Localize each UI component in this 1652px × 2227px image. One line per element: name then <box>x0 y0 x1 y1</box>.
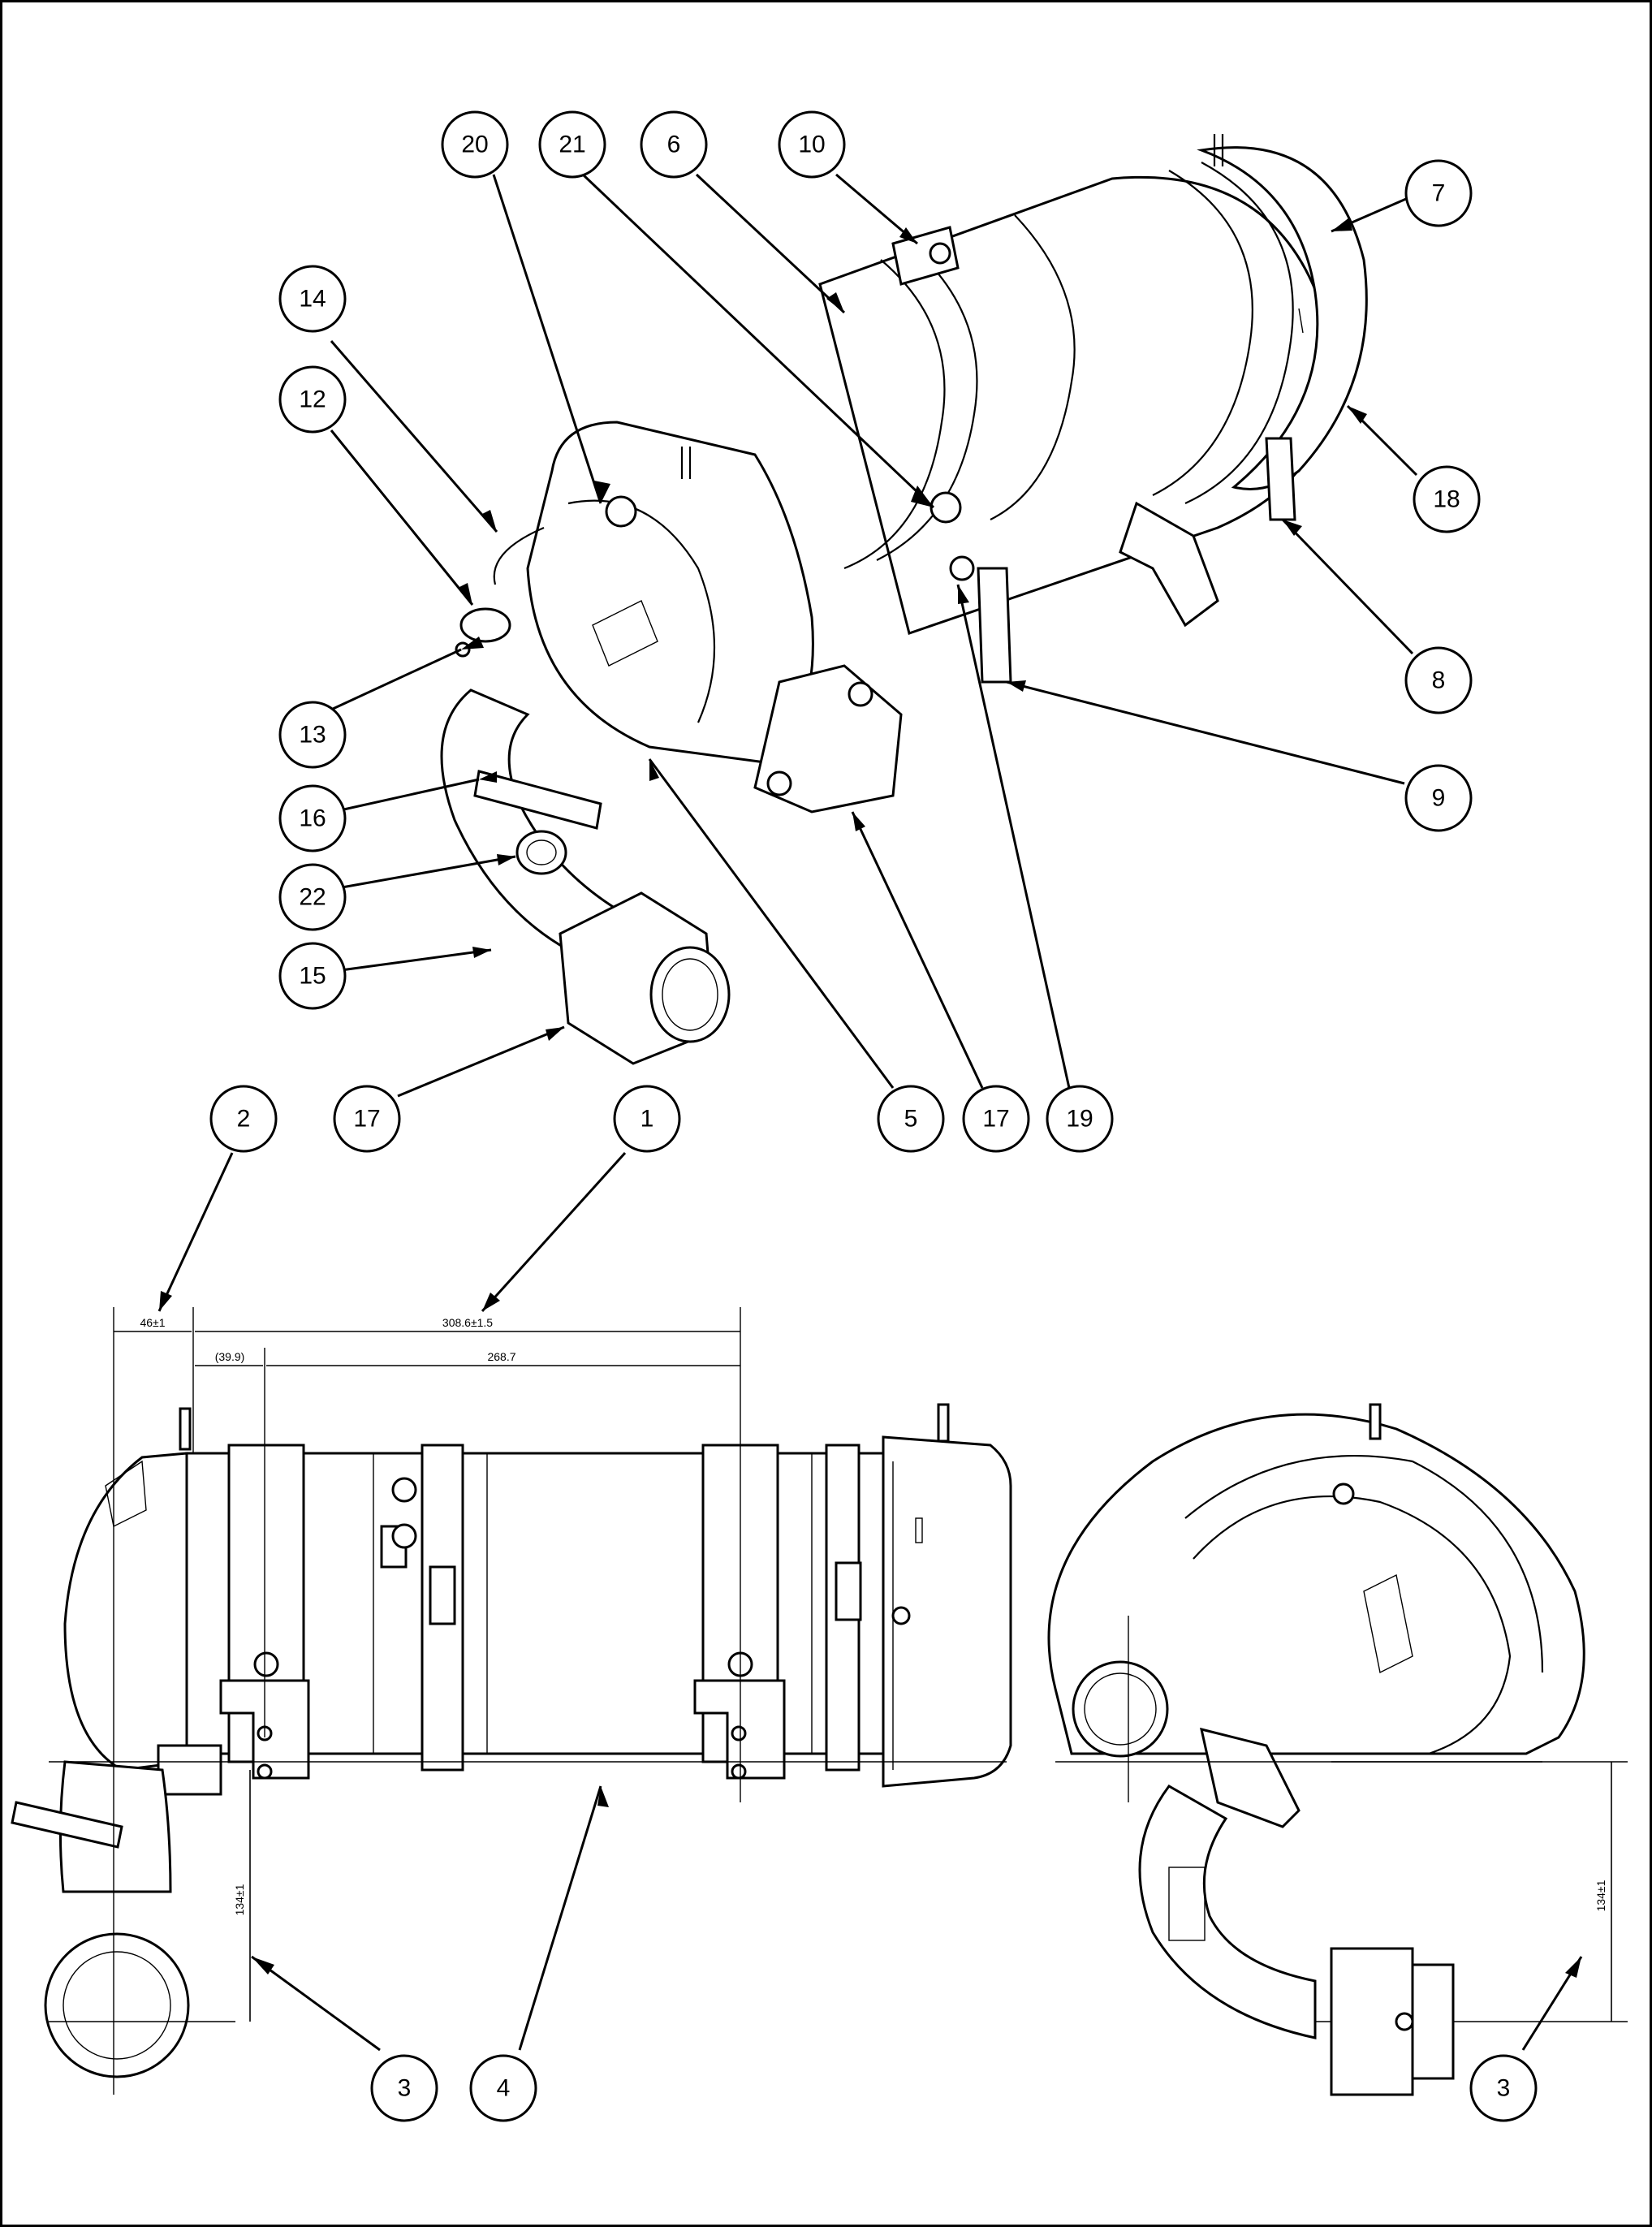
side-clamp-16 <box>11 1801 123 1849</box>
svg-text:21: 21 <box>559 132 585 158</box>
dim-134-left: 134±1 <box>233 1884 246 1915</box>
dim-39: (39.9) <box>215 1350 245 1363</box>
svg-text:3: 3 <box>1497 2075 1511 2102</box>
svg-text:3: 3 <box>398 2075 412 2102</box>
callout-6: 6 <box>640 110 708 179</box>
dimension-lines: 46±1 308.6±1.5 (39.9) 268.7 134±1 134±1 <box>114 1316 1628 2022</box>
svg-text:8: 8 <box>1432 667 1446 694</box>
svg-text:10: 10 <box>798 132 825 158</box>
end-elevation-view <box>1047 1403 1585 2096</box>
svg-text:12: 12 <box>299 386 326 413</box>
sensor-19 <box>949 555 975 581</box>
end-view-housing <box>1047 1413 1585 1755</box>
callout-10: 10 <box>778 110 846 179</box>
svg-text:4: 4 <box>497 2075 511 2102</box>
bracket-bolt-10 <box>891 226 960 286</box>
sensor-20 <box>605 495 637 528</box>
callout-2: 2 <box>209 1085 278 1153</box>
leader-lines-top <box>320 173 1418 1098</box>
svg-text:19: 19 <box>1066 1106 1093 1133</box>
callout-7: 7 <box>1404 159 1473 227</box>
callout-16: 16 <box>278 784 347 852</box>
svg-text:5: 5 <box>904 1106 918 1133</box>
svg-text:20: 20 <box>461 132 488 158</box>
callout-1: 1 <box>613 1085 681 1153</box>
end-view-elbow <box>1138 1785 1317 2039</box>
dim-46: 46±1 <box>140 1316 165 1329</box>
svg-text:1: 1 <box>641 1106 654 1133</box>
end-view-clamp <box>1200 1727 1300 1828</box>
callout-17-bracket: 17 <box>962 1085 1030 1153</box>
callout-5: 5 <box>877 1085 945 1153</box>
svg-text:17: 17 <box>353 1106 380 1133</box>
body-band-right <box>1152 170 1253 496</box>
svg-text:2: 2 <box>237 1106 251 1133</box>
svg-text:17: 17 <box>982 1106 1009 1133</box>
body-band-middle <box>990 214 1076 520</box>
body-band-left <box>843 259 946 570</box>
callout-13: 13 <box>278 701 347 769</box>
dim-308: 308.6±1.5 <box>442 1316 493 1329</box>
svg-text:15: 15 <box>299 963 326 990</box>
inlet-port-flat <box>592 600 658 667</box>
end-view-port <box>1363 1573 1413 1674</box>
callout-18: 18 <box>1413 465 1481 533</box>
callout-17-coupler: 17 <box>333 1085 401 1153</box>
svg-text:9: 9 <box>1432 785 1446 812</box>
mounting-bracket-right <box>1119 501 1219 628</box>
arrowheads <box>159 218 1581 1978</box>
side-outlet-ring <box>44 1932 190 2078</box>
side-elevation-view <box>11 1307 1012 2095</box>
side-inlet-cover <box>63 1452 188 1772</box>
callout-20: 20 <box>441 110 509 179</box>
washer-13 <box>455 641 471 658</box>
dim-134-right: 134±1 <box>1594 1880 1607 1911</box>
isometric-assembly-view <box>440 134 1368 1065</box>
callout-15: 15 <box>278 942 347 1010</box>
callout-21: 21 <box>538 110 606 179</box>
side-end-cap <box>882 1435 1012 1788</box>
svg-text:18: 18 <box>1433 486 1460 513</box>
inlet-cover <box>526 421 814 765</box>
callout-4: 4 <box>469 2054 537 2122</box>
clamp-bolt-8 <box>1265 437 1296 521</box>
svg-text:22: 22 <box>299 884 326 911</box>
nut-12 <box>459 607 511 643</box>
svg-text:16: 16 <box>299 805 326 832</box>
clamp-bolt-9 <box>977 567 1012 684</box>
svg-text:14: 14 <box>299 286 326 313</box>
callout-22: 22 <box>278 863 347 931</box>
sensor-21 <box>930 491 962 524</box>
callout-3-left: 3 <box>370 2054 438 2122</box>
callout-12: 12 <box>278 365 347 434</box>
svg-text:6: 6 <box>667 132 681 158</box>
end-view-inlet-ring <box>1072 1660 1169 1758</box>
svg-text:13: 13 <box>299 722 326 749</box>
callout-19: 19 <box>1046 1085 1114 1153</box>
top-sensor-stud <box>1213 134 1224 166</box>
callout-9: 9 <box>1404 764 1473 832</box>
callout-8: 8 <box>1404 646 1473 714</box>
callout-14: 14 <box>278 265 347 333</box>
callout-3-right: 3 <box>1469 2054 1538 2122</box>
svg-text:7: 7 <box>1432 180 1446 207</box>
clamp-16 <box>473 770 602 830</box>
dim-268: 268.7 <box>487 1350 515 1363</box>
nut-22 <box>515 830 567 875</box>
hose-14 <box>493 526 545 585</box>
